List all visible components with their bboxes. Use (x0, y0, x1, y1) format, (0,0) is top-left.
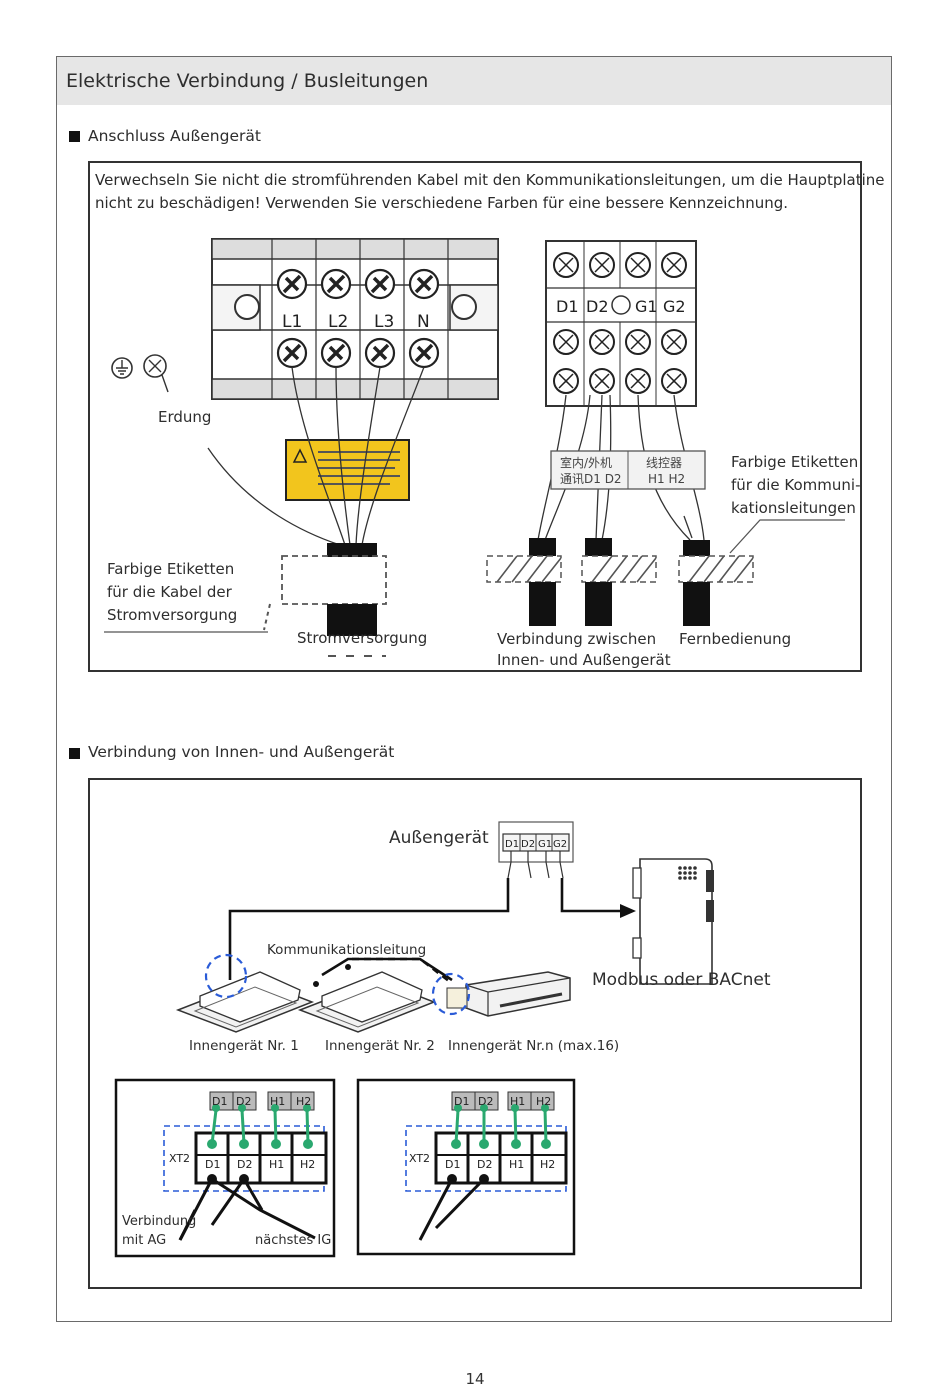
indoor-outdoor-panel (88, 778, 862, 1289)
terminal-label-l1: L1 (282, 312, 302, 332)
next-ig-label: nächstes IG (255, 1233, 332, 1248)
detail1-xt2: XT2 (169, 1152, 190, 1165)
chinese-label-right-2: H1 H2 (648, 472, 685, 486)
power-supply-cable (104, 543, 387, 657)
power-cables (207, 366, 425, 546)
bus-label-g1: G1 (635, 297, 658, 316)
outdoor-terminal-d1: D1 (505, 839, 519, 850)
outdoor-terminal-g2: G2 (553, 839, 567, 850)
connection-ag-line1: Verbindung (122, 1214, 197, 1229)
detail1-top-d2: D2 (236, 1095, 251, 1108)
comm-labels-line1: Farbige Etiketten (731, 453, 859, 471)
indoor-unit-n-label: Innengerät Nr.n (max.16) (448, 1038, 620, 1054)
outdoor-terminal-d2: D2 (521, 839, 535, 850)
section-bullet (69, 131, 80, 142)
page-frame (56, 56, 892, 1322)
comm-labels-line2: für die Kommuni- (731, 476, 861, 494)
indoor-unit-1-label: Innengerät Nr. 1 (189, 1038, 299, 1054)
detail2-bottom-h1: H1 (509, 1158, 524, 1171)
detail2-bottom-h2: H2 (540, 1158, 555, 1171)
detail1-bottom-h2: H2 (300, 1158, 315, 1171)
terminal-detail-2 (356, 1078, 576, 1256)
section-bullet (69, 748, 80, 759)
page-number: 14 (465, 1370, 485, 1388)
warning-text-line1: Verwechseln Sie nicht die stromführenden… (95, 171, 885, 189)
detail2-top-h1: H1 (510, 1095, 525, 1108)
connection-ag-line2: mit AG (122, 1233, 167, 1248)
detail1-bottom-h1: H1 (269, 1158, 284, 1171)
page-title: Elektrische Verbindung / Busleitungen (66, 70, 429, 92)
comm-label-strip (550, 450, 706, 490)
indoor-outdoor-label-line2: Innen- und Außengerät (497, 651, 671, 669)
terminal-label-l2: L2 (328, 312, 348, 332)
indoor-unit-2 (297, 971, 437, 1033)
bus-label-g2: G2 (663, 297, 686, 316)
detail2-top-h2: H2 (536, 1095, 551, 1108)
earth-label: Erdung (158, 408, 212, 426)
indoor-unit-2-label: Innengerät Nr. 2 (325, 1038, 435, 1054)
power-labels-line1: Farbige Etiketten (107, 560, 235, 578)
terminal-label-l3: L3 (374, 312, 394, 332)
bus-label-d1: D1 (556, 297, 579, 316)
comm-labels-line3: kationsleitungen (731, 499, 856, 517)
detail1-bottom-d2: D2 (237, 1158, 252, 1171)
comm-cable-2 (581, 538, 657, 626)
chinese-label-right-1: 线控器 (646, 456, 682, 470)
gateway-label: Modbus oder BACnet (592, 970, 771, 990)
outdoor-unit-label: Außengerät (389, 828, 489, 848)
detail2-bottom-d2: D2 (477, 1158, 492, 1171)
section-title-outdoor: Anschluss Außengerät (88, 127, 261, 145)
communication-line-label: Kommunikationsleitung (267, 942, 427, 958)
power-supply-label: Stromversorgung (297, 629, 428, 647)
indoor-outdoor-label-line1: Verbindung zwischen (497, 630, 657, 648)
outdoor-terminal-diagram: L1 L2 L3 N D1 D2 G1 G2 (104, 238, 845, 657)
warning-sticker (285, 439, 410, 501)
detail2-xt2: XT2 (409, 1152, 430, 1165)
detail1-top-h2: H2 (296, 1095, 311, 1108)
remote-control-cable (678, 515, 845, 626)
comm-cable-1 (486, 538, 562, 626)
terminal-detail-1 (114, 1078, 336, 1258)
power-terminal-screws (276, 268, 440, 369)
section-title-indoor-outdoor: Verbindung von Innen- und Außengerät (88, 743, 395, 761)
detail1-top-h1: H1 (270, 1095, 285, 1108)
bus-terminal-screws (553, 252, 687, 394)
detail1-top-d1: D1 (212, 1095, 227, 1108)
chinese-label-left-1: 室内/外机 (560, 455, 612, 470)
power-terminal-block (211, 238, 499, 400)
warning-text-line2: nicht zu beschädigen! Verwenden Sie vers… (95, 194, 789, 212)
gateway-device (632, 858, 714, 985)
indoor-unit-1 (175, 971, 315, 1033)
detail1-bottom-d1: D1 (205, 1158, 220, 1171)
connection-point-loops (204, 953, 471, 1016)
chinese-label-left-2: 通讯D1 D2 (560, 472, 622, 486)
detail2-top-d1: D1 (454, 1095, 469, 1108)
detail2-bottom-d1: D1 (445, 1158, 460, 1171)
power-labels-line3: Stromversorgung (107, 606, 238, 624)
power-labels-line2: für die Kabel der (107, 583, 232, 601)
detail2-top-d2: D2 (478, 1095, 493, 1108)
bus-wires (228, 878, 622, 982)
indoor-unit-n-duct (446, 971, 571, 1017)
bus-topology-diagram: D1 D2 G1 G2 (114, 821, 714, 1258)
remote-control-label: Fernbedienung (679, 630, 792, 648)
earth-symbol (111, 354, 169, 393)
header-bar (57, 57, 891, 105)
bus-label-d2: D2 (586, 297, 609, 316)
outdoor-connection-panel (88, 161, 862, 672)
outdoor-terminal-g1: G1 (538, 839, 552, 850)
terminal-label-n: N (417, 312, 430, 332)
